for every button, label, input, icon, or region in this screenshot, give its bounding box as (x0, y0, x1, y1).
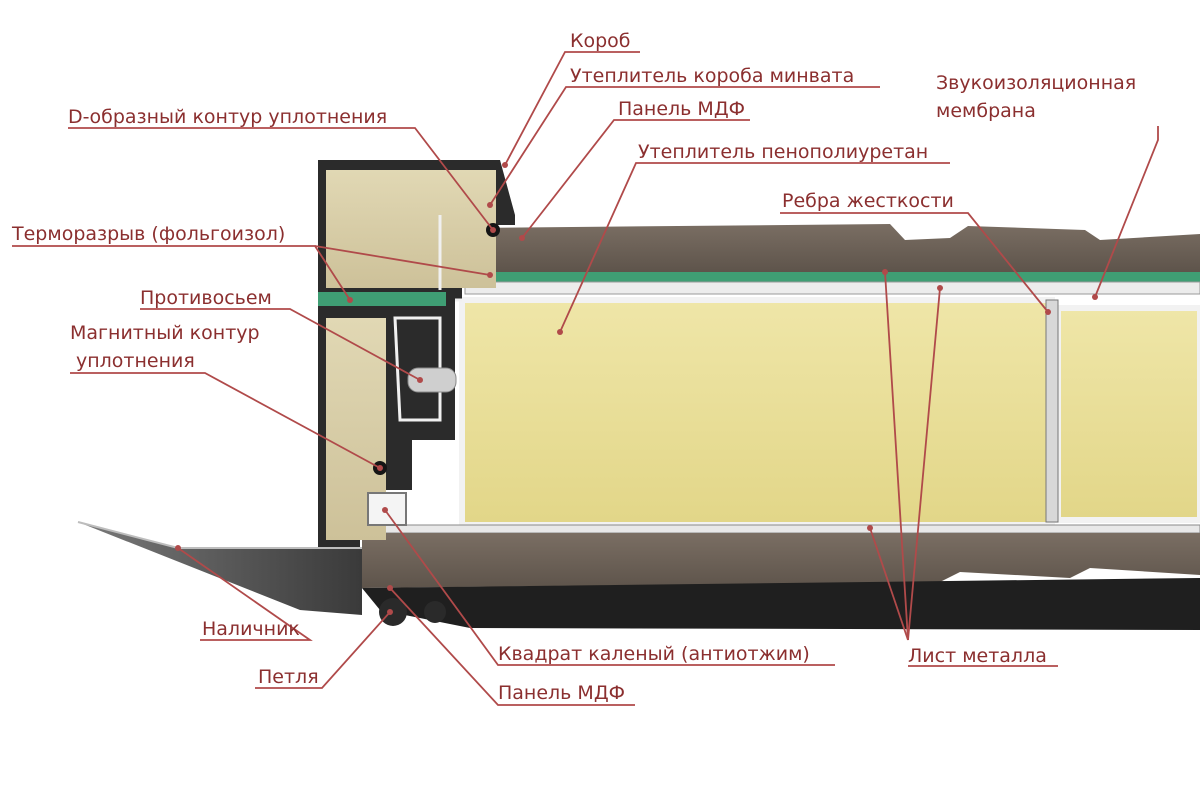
dot-panel-mdf-top (519, 235, 525, 241)
label-uteplitel-koroba: Утеплитель короба минвата (570, 65, 855, 87)
door-shadow (362, 578, 1200, 630)
label-korob: Короб (570, 30, 631, 52)
dot-protivosem (417, 377, 423, 383)
leader-line-panel-mdf-bottom (389, 587, 635, 706)
dot-uteplitel-koroba (487, 202, 493, 208)
leader-lines (12, 51, 1159, 706)
label-magnit-line2: уплотнения (76, 350, 195, 372)
leader-line-uteplitel-ppu (559, 162, 950, 333)
top-mdf-panel (465, 224, 1200, 272)
leader-line-uteplitel-koroba (489, 86, 880, 206)
dot-magnit (377, 465, 383, 471)
label-protivosem: Противосьем (140, 287, 272, 309)
leader-line-korob (504, 51, 640, 166)
label-zvuk-line1: Звукоизоляционная (936, 72, 1137, 94)
leader-line-list-metalla-1 (884, 271, 909, 641)
label-kvadrat: Квадрат каленый (антиотжим) (498, 643, 810, 665)
dot-d-kontur (490, 227, 496, 233)
label-termorazryv: Терморазрыв (фольгоизол) (12, 223, 286, 245)
label-rebra: Ребра жесткости (782, 190, 954, 212)
label-magnit-line1: Магнитный контур (70, 322, 260, 344)
leader-line-magnit (70, 372, 381, 469)
leader-line-kvadrat (384, 509, 835, 666)
leader-line-petlya (255, 611, 391, 689)
label-panel-mdf-top: Панель МДФ (618, 98, 746, 120)
label-list-metalla: Лист металла (908, 645, 1047, 667)
dot-uteplitel-ppu (557, 329, 563, 335)
leader-line-panel-mdf-top (521, 119, 750, 239)
metal-sheet-top (464, 281, 1200, 295)
dot-korob (502, 162, 508, 168)
leader-line-list-metalla-2 (907, 287, 941, 641)
leader-line-rebra (780, 212, 1049, 313)
leader-line-nalichnik (177, 547, 313, 641)
label-nalichnik: Наличник (202, 618, 300, 640)
dot-nalichnik (175, 545, 181, 551)
dot-rebra (1045, 309, 1051, 315)
frame-thermal-break-strip (318, 292, 446, 306)
bottom-mdf-panel (362, 533, 1200, 588)
anti-removal-pin (407, 367, 457, 393)
leader-line-list-metalla-3 (869, 527, 909, 641)
dot-list-metalla-3 (867, 525, 873, 531)
leader-line-protivosem (140, 308, 421, 381)
door-casing (78, 522, 362, 615)
dot-panel-mdf-bottom (387, 585, 393, 591)
label-d-kontur: D-образный контур уплотнения (68, 106, 388, 128)
dot-petlya (387, 609, 393, 615)
stiffening-rib (1045, 299, 1059, 523)
label-uteplitel-ppu: Утеплитель пенополиуретан (638, 141, 929, 163)
leader-line-d-kontur (68, 127, 494, 231)
pointer-dots (175, 162, 1098, 615)
leader-line-termorazryv-branch (314, 245, 491, 276)
frame-mineral-wool-upper (326, 170, 496, 288)
frame-inner-contour (393, 215, 462, 422)
dot-list-metalla-2 (937, 285, 943, 291)
polyurethane-insulation (459, 297, 1055, 528)
polyurethane-insulation-right (1055, 305, 1200, 523)
label-petlya: Петля (258, 666, 319, 688)
thermal-break-foil-layer (465, 272, 1200, 282)
dot-termorazryv (347, 297, 353, 303)
dot-kvadrat (382, 507, 388, 513)
label-zvuk-line2: мембрана (936, 100, 1036, 122)
label-panel-mdf-bottom: Панель МДФ (498, 682, 626, 704)
dot-termorazryv-branch (487, 272, 493, 278)
dot-list-metalla-1 (882, 269, 888, 275)
leader-line-zvuk (1094, 126, 1159, 298)
metal-sheet-bottom (361, 524, 1200, 534)
dot-zvuk (1092, 294, 1098, 300)
hinge-part (424, 601, 446, 623)
